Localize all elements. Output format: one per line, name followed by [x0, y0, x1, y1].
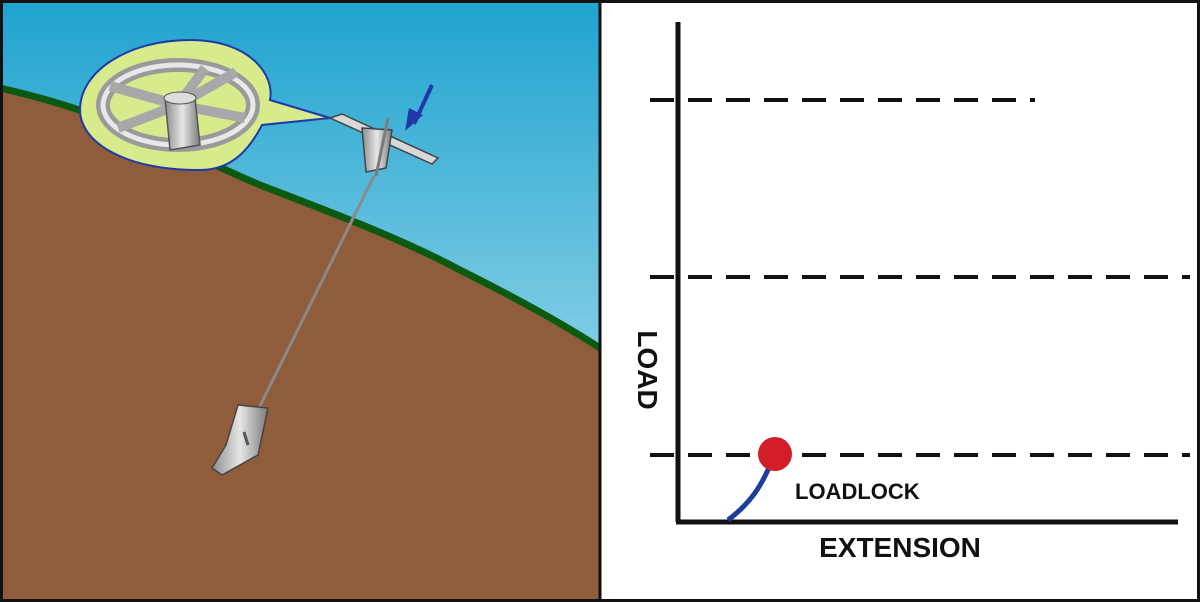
anchor-tendon [256, 175, 376, 411]
illustration-panel [0, 0, 602, 602]
x-axis-label: EXTENSION [819, 532, 981, 563]
callout-bubble [78, 38, 331, 172]
earth-anchor [210, 404, 269, 476]
graph-panel: LOADLOCK EXTENSION LOAD [602, 0, 1200, 602]
slope-soil [0, 88, 600, 602]
load-arrow [405, 84, 434, 131]
y-axis-label: LOAD [632, 330, 663, 409]
anchor-head-plate [327, 113, 440, 177]
loadlock-label: LOADLOCK [795, 479, 920, 504]
loadlock-marker [758, 437, 792, 471]
anchor-head-closeup [96, 58, 260, 152]
